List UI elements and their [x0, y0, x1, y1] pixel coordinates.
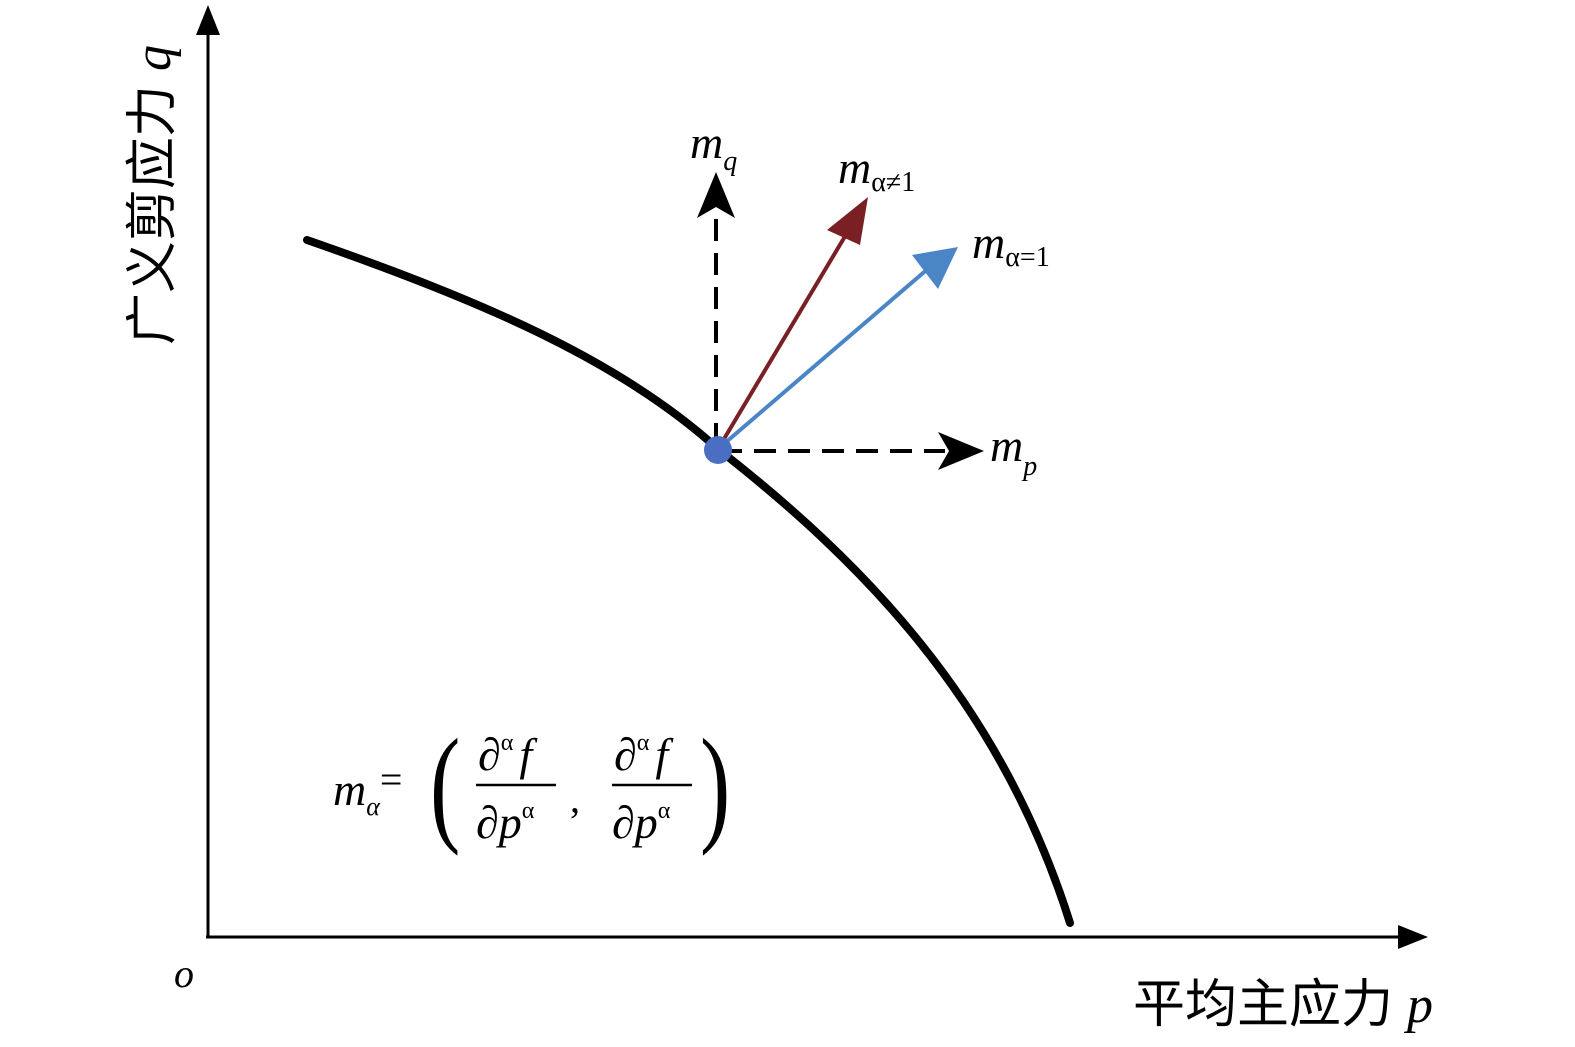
origin-label: o [174, 951, 194, 996]
m-alpha-ne-1-vector [716, 226, 852, 451]
m-alpha-ne-1-arrowhead [827, 197, 868, 245]
y-axis-arrowhead [196, 5, 220, 35]
y-axis-symbol: q [125, 45, 182, 71]
formula-comma: , [570, 776, 580, 821]
m-q-arrowhead [697, 172, 735, 218]
formula-lhs: mα= [333, 757, 402, 821]
x-axis-arrowhead [1398, 925, 1428, 949]
y-axis-title: 广义剪应力 q [125, 45, 182, 345]
x-axis-symbol: p [1403, 977, 1433, 1034]
formula-open-paren: ( [430, 713, 460, 857]
m-alpha-ne-1-label: mα≠1 [838, 142, 915, 198]
yield-curve [303, 236, 1074, 927]
formula-close-paren: ) [700, 713, 730, 857]
x-axis-label: 平均主应力 [1133, 977, 1393, 1034]
m-alpha-eq-1-label: mα=1 [972, 217, 1050, 273]
m-p-label: mp [990, 420, 1037, 482]
fraction-2-denominator: ∂pα [612, 797, 671, 848]
stress-point [704, 436, 732, 464]
m-alpha-eq-1-arrowhead [912, 247, 958, 289]
m-p-arrowhead [938, 432, 984, 470]
fraction-1-denominator: ∂pα [476, 797, 535, 848]
m-q-label: mq [690, 117, 737, 177]
m-alpha-eq-1-vector [716, 265, 932, 451]
y-axis-label: 广义剪应力 [125, 85, 182, 345]
